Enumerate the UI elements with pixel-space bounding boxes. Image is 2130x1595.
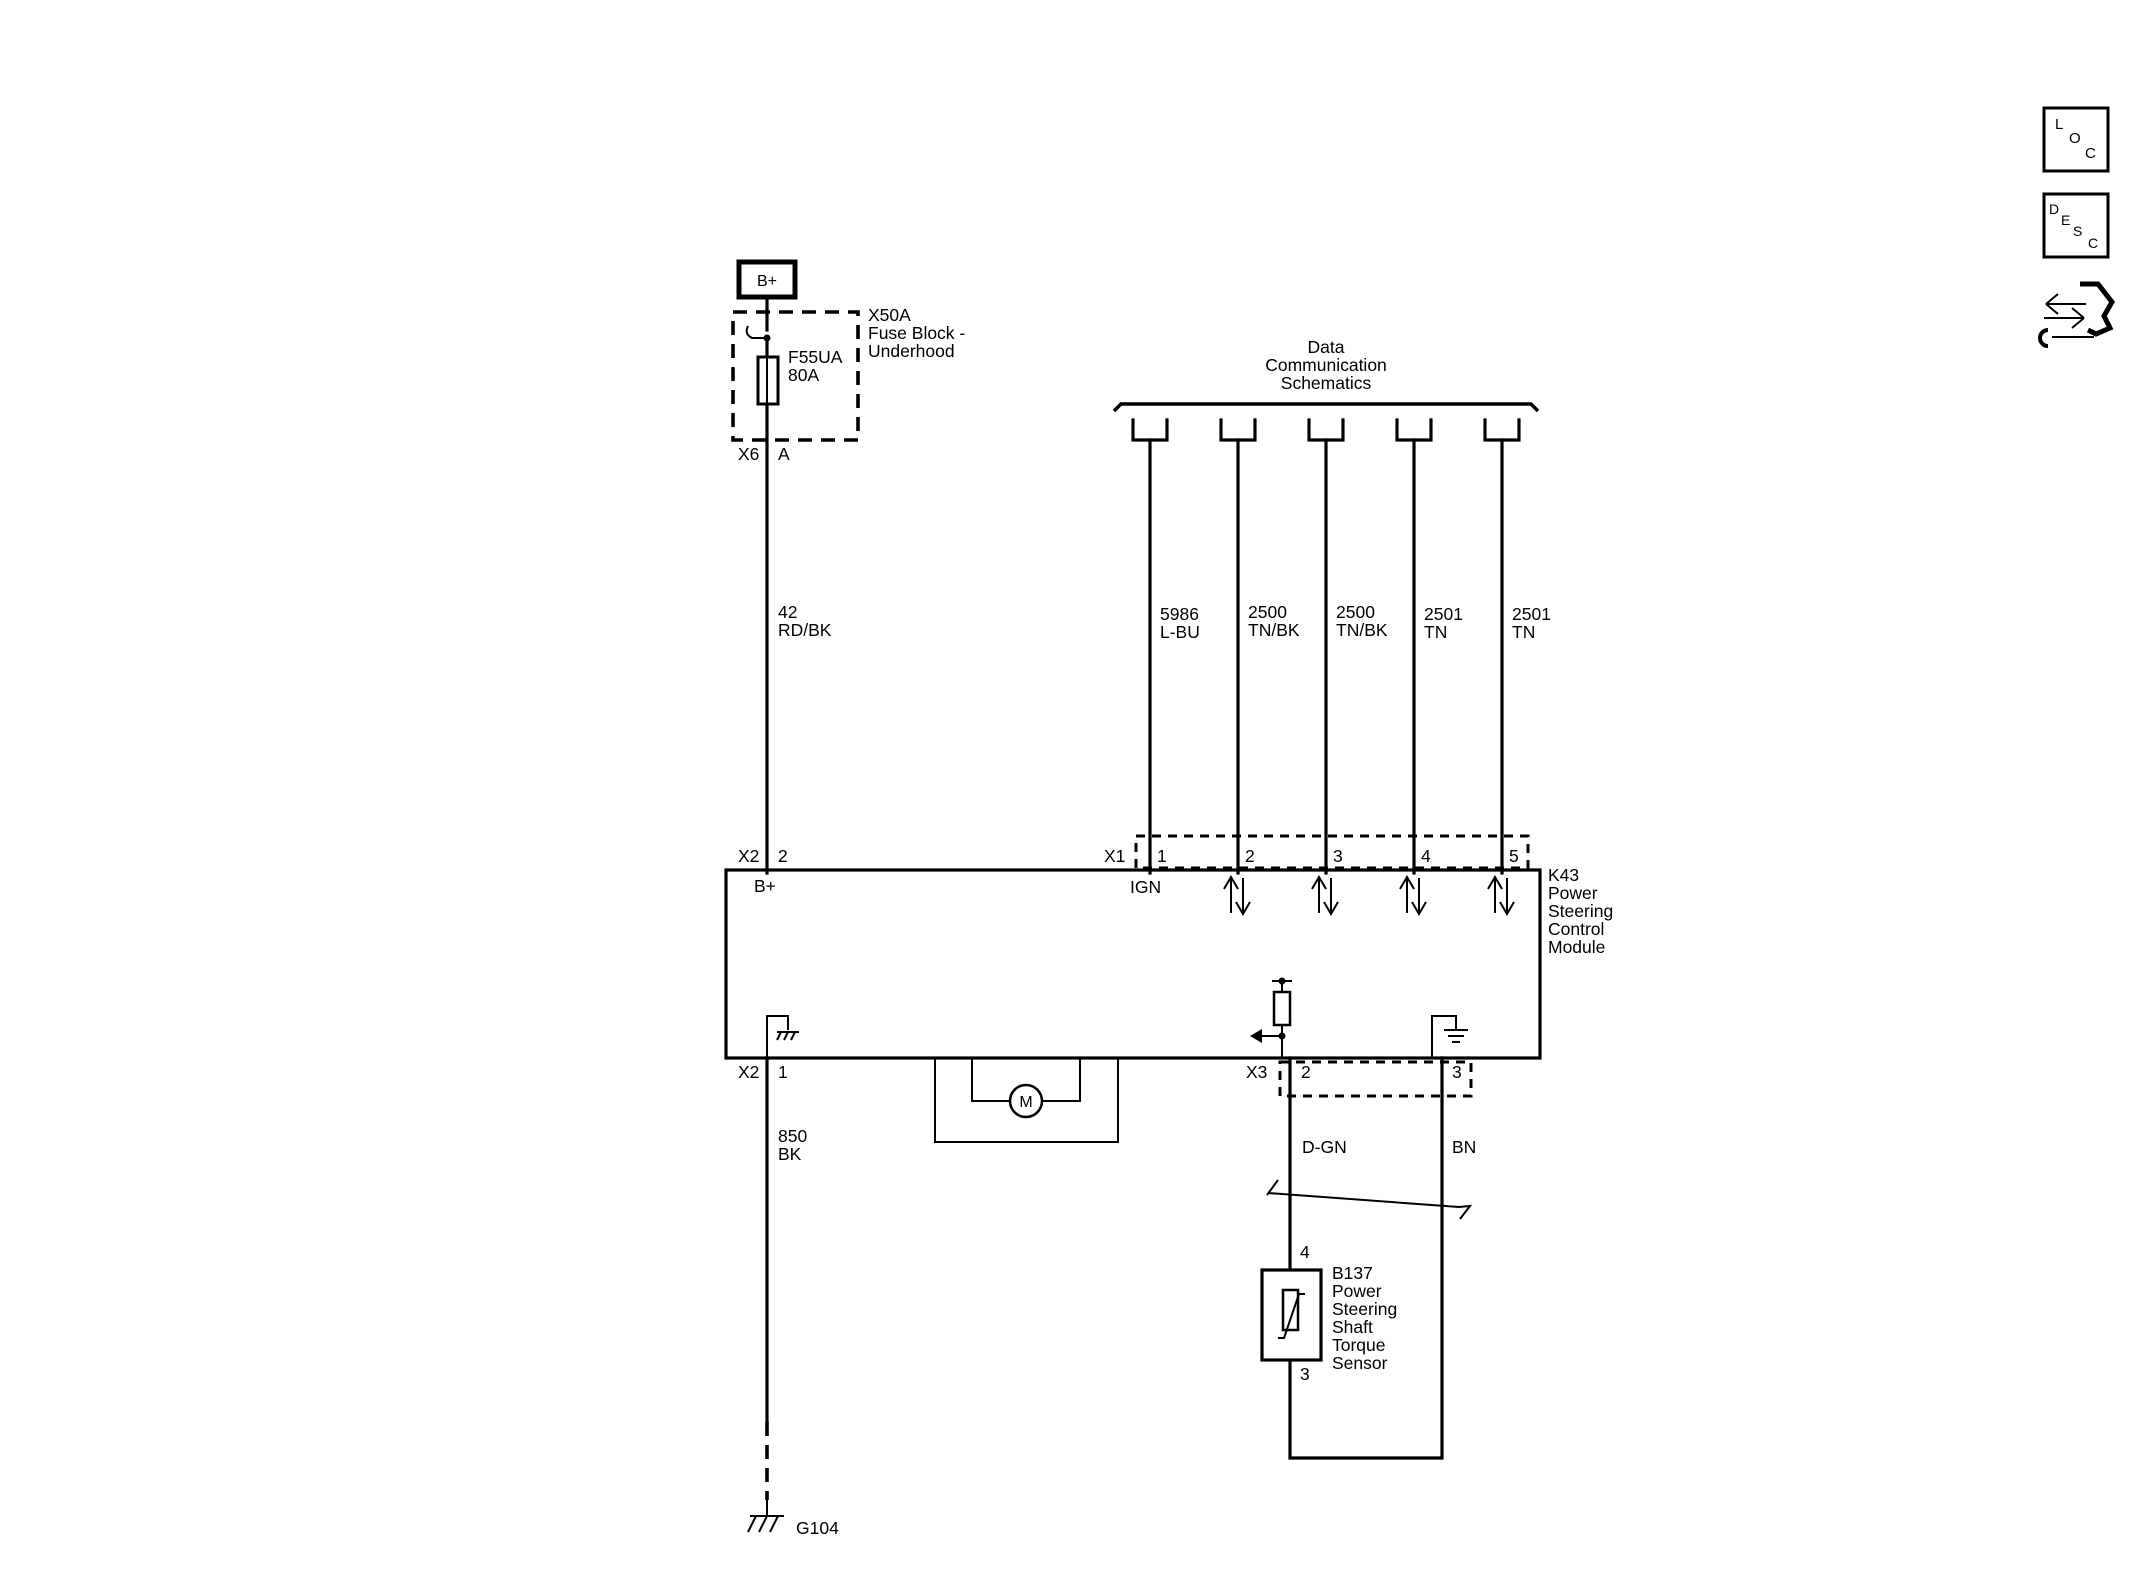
ground-id: G104	[796, 1518, 839, 1538]
comm-wire-2-pin: 2	[1245, 846, 1255, 866]
comm-wire-3	[1307, 418, 1345, 875]
comm-wire-1-pin: 1	[1157, 846, 1167, 866]
connector-x1-outline	[1134, 834, 1530, 870]
connector-x2-top-id: X2	[738, 846, 759, 866]
data-comm-bracket	[1112, 402, 1540, 413]
comm-wire-2	[1219, 418, 1257, 875]
variable-resistor-icon	[1278, 1288, 1305, 1339]
comm-wire-5-color: TN	[1512, 622, 1535, 642]
ground-g104-icon	[747, 1500, 784, 1533]
module-name-line3: Control	[1548, 919, 1604, 939]
signal-wire-color: D-GN	[1302, 1137, 1347, 1157]
desc-letter-c: C	[2088, 235, 2098, 251]
connector-x2-top-pin: 2	[778, 846, 788, 866]
sensor-pin-top: 4	[1300, 1242, 1310, 1262]
bidirectional-arrow-icon	[1311, 875, 1339, 916]
signal-ground-icon	[1444, 1029, 1468, 1043]
power-wire-color: RD/BK	[778, 620, 832, 640]
battery-positive-symbol	[736, 259, 798, 300]
loc-letter-c: C	[2085, 145, 2096, 162]
chassis-ground-icon	[776, 1031, 799, 1041]
sensor-name-line2: Steering	[1332, 1299, 1397, 1319]
connector-x6-pin: A	[778, 444, 790, 464]
connector-x2-bottom-pin: 1	[778, 1062, 788, 1082]
comm-wire-1-circuit: 5986	[1160, 604, 1199, 624]
comm-wire-4-circuit: 2501	[1424, 604, 1463, 624]
connector-x3-pin-b: 3	[1452, 1062, 1462, 1082]
loc-button[interactable]: L O C	[2042, 106, 2110, 173]
loc-letter-l: L	[2055, 116, 2063, 133]
assist-motor: M	[934, 1058, 1119, 1143]
comm-wire-1-color: L-BU	[1160, 622, 1200, 642]
module-name-line1: Power	[1548, 883, 1598, 903]
module-name-line4: Module	[1548, 937, 1605, 957]
wrench-arrows-icon[interactable]	[2038, 278, 2116, 350]
comm-wire-3-color: TN/BK	[1336, 620, 1388, 640]
comm-wire-3-pin: 3	[1333, 846, 1343, 866]
fuse-id: F55UA	[788, 347, 843, 367]
data-comm-line2: Communication	[1265, 355, 1387, 375]
fuse-block-id: X50A	[868, 305, 911, 325]
module-bplus-label: B+	[754, 876, 776, 896]
connector-x3-id: X3	[1246, 1062, 1267, 1082]
module-box	[724, 868, 1542, 1060]
sensor-name-line5: Sensor	[1332, 1353, 1388, 1373]
loc-letter-o: O	[2069, 130, 2081, 147]
data-comm-line3: Schematics	[1281, 373, 1372, 393]
connector-x3-pin-a: 2	[1301, 1062, 1311, 1082]
comm-wire-5-pin: 5	[1509, 846, 1519, 866]
bidirectional-arrow-icon	[1487, 875, 1515, 916]
fuse-block-name-line2: Underhood	[868, 341, 955, 361]
connector-x2-bottom-id: X2	[738, 1062, 759, 1082]
comm-wire-5	[1483, 418, 1521, 875]
sensor-name-line3: Shaft	[1332, 1317, 1373, 1337]
battery-positive-label: B+	[757, 273, 777, 290]
twisted-pair-icon	[1266, 1179, 1473, 1220]
ground-wire-color: BK	[778, 1144, 802, 1164]
comm-wire-2-color: TN/BK	[1248, 620, 1300, 640]
comm-wire-4-color: TN	[1424, 622, 1447, 642]
sensor-pin-bottom: 3	[1300, 1364, 1310, 1384]
bidirectional-arrow-icon	[1223, 875, 1251, 916]
comm-wire-4-pin: 4	[1421, 846, 1431, 866]
bidirectional-arrow-icon	[1399, 875, 1427, 916]
desc-letter-d: D	[2049, 201, 2059, 217]
sensor-id: B137	[1332, 1263, 1373, 1283]
connector-x1-id: X1	[1104, 846, 1125, 866]
desc-letter-e: E	[2061, 212, 2070, 228]
sensor-name-line4: Torque	[1332, 1335, 1386, 1355]
comm-wire-4	[1395, 418, 1433, 875]
motor-label: M	[1019, 1094, 1032, 1111]
comm-wire-1	[1131, 418, 1169, 875]
low-ref-wire-color: BN	[1452, 1137, 1476, 1157]
comm-wire-2-circuit: 2500	[1248, 602, 1287, 622]
ground-wire-circuit: 850	[778, 1126, 807, 1146]
fuse-block-busbar-icon	[745, 325, 767, 339]
sensor-name-line1: Power	[1332, 1281, 1382, 1301]
data-comm-line1: Data	[1308, 337, 1345, 357]
fuse-block-name-line1: Fuse Block -	[868, 323, 965, 343]
motor-icon	[1008, 1083, 1044, 1119]
connector-x6-id: X6	[738, 444, 759, 464]
power-wire-circuit: 42	[778, 602, 797, 622]
fuse-block-outline	[731, 310, 860, 442]
low-reference-wire	[1288, 1056, 1444, 1460]
comm-wire-5-circuit: 2501	[1512, 604, 1551, 624]
desc-button[interactable]: D E S C	[2042, 192, 2110, 259]
module-name-line2: Steering	[1548, 901, 1613, 921]
module-ign-label: IGN	[1130, 877, 1161, 897]
pull-up-resistor-icon	[1250, 977, 1292, 1058]
module-id: K43	[1548, 865, 1579, 885]
connector-x3-outline	[1278, 1060, 1473, 1098]
fuse-rating: 80A	[788, 365, 819, 385]
comm-wire-3-circuit: 2500	[1336, 602, 1375, 622]
desc-letter-s: S	[2073, 223, 2082, 239]
